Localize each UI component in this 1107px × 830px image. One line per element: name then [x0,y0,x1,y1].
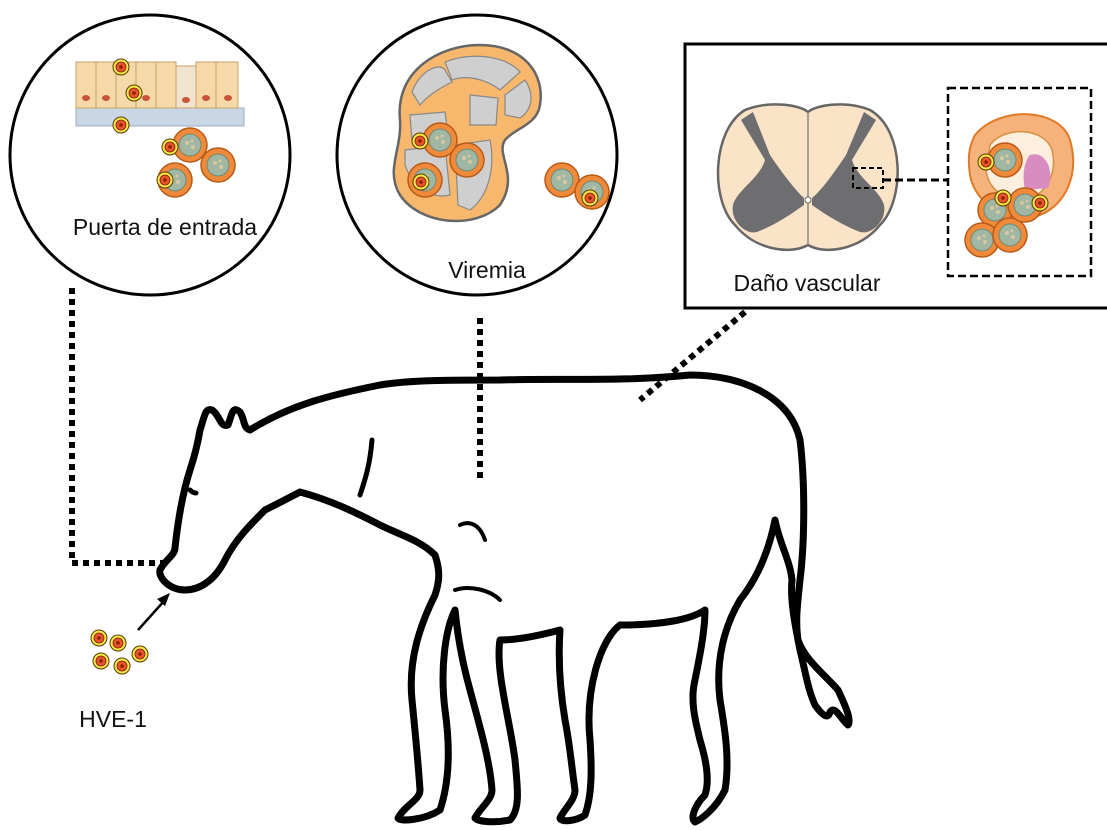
virion-icon [91,630,148,674]
entry-circle [10,15,290,295]
vascular-label: Daño vascular [733,270,880,296]
spinal-cord-icon [718,104,898,249]
epithelium-icon [76,62,244,126]
entry-label: Puerta de entrada [73,214,257,240]
connector-lines [72,288,745,563]
arrow-icon [138,593,170,630]
viremia-panel: Viremia [337,15,617,295]
vascular-panel: Daño vascular [685,44,1107,308]
virus-label: HVE-1 [79,706,147,732]
viremia-label: Viremia [448,257,526,283]
horse-silhouette [160,375,849,822]
entry-panel: Puerta de entrada [10,15,290,295]
